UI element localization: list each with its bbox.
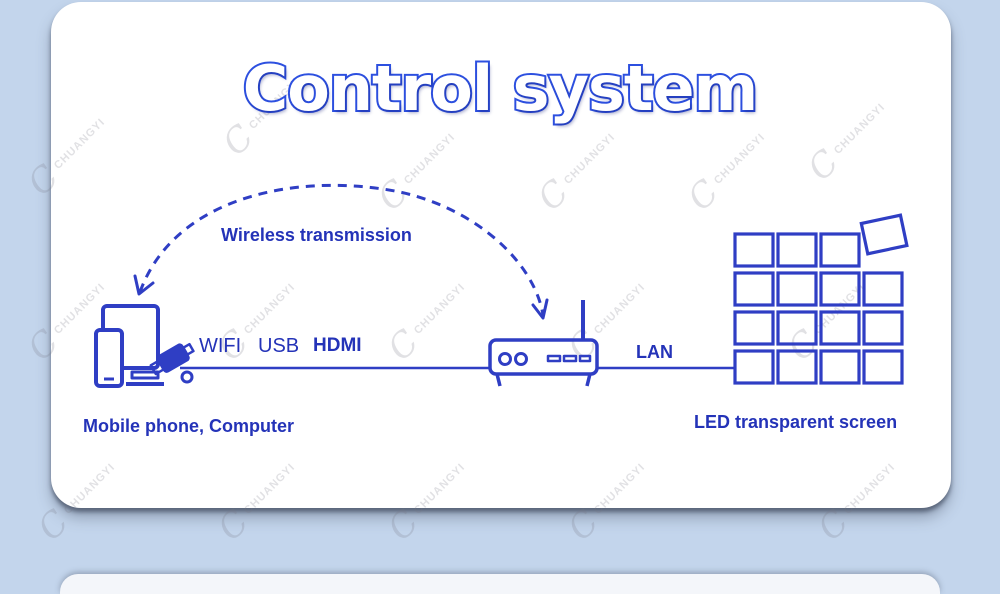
wireless-arc — [138, 183, 545, 316]
led-panel-cell — [862, 271, 904, 307]
page-title: Control system — [241, 50, 760, 127]
led-panel-cell — [776, 349, 818, 385]
hdmi-label: HDMI — [313, 335, 362, 356]
phone-computer-usb-icon — [94, 304, 195, 388]
lan-label: LAN — [636, 342, 673, 362]
wifi-label: WIFI — [199, 335, 242, 357]
led-panel-cell — [862, 349, 904, 385]
led-panel-cell — [819, 271, 861, 307]
led-panel-cell — [819, 232, 861, 268]
led-screen-label: LED transparent screen — [694, 412, 898, 432]
led-panel-cell — [733, 310, 775, 346]
led-panel-grid-icon — [733, 213, 909, 385]
wireless-transmission-label: Wireless transmission — [221, 225, 412, 245]
led-panel-cell — [819, 349, 861, 385]
content-card — [51, 2, 951, 508]
controller-box-icon — [488, 300, 599, 387]
arrowhead-left-icon — [133, 274, 155, 296]
led-panel-cell — [862, 310, 904, 346]
led-panel-cell — [776, 271, 818, 307]
led-panel-cell — [776, 232, 818, 268]
arrowhead-right-icon — [531, 298, 549, 320]
led-panel-cell — [733, 349, 775, 385]
usb-label: USB — [258, 335, 300, 357]
led-panel-cell — [733, 271, 775, 307]
led-panel-cell — [776, 310, 818, 346]
led-panel-cell — [819, 310, 861, 346]
source-device-label: Mobile phone, Computer — [83, 416, 294, 436]
led-panel-cell — [733, 232, 775, 268]
